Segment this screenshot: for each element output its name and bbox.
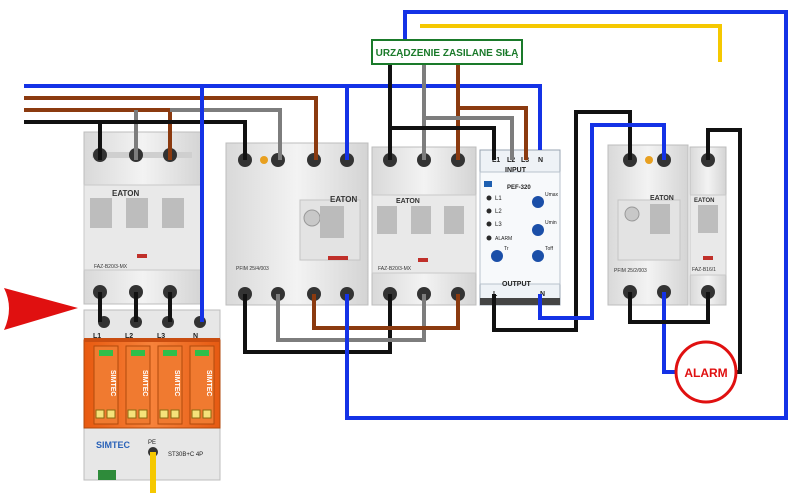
- svg-text:Toff: Toff: [545, 246, 554, 252]
- breaker-3p-1: EATON FAZ-B20/3-MX: [83, 131, 203, 305]
- wire-breaker3-black: [706, 128, 742, 374]
- alarm-indicator: ALARM: [674, 340, 738, 404]
- relay-input-terminals: L1 L2 L3 N: [492, 157, 543, 164]
- svg-text:Tr: Tr: [504, 246, 509, 252]
- rcd2-rating: PFIM 25/2/003: [614, 268, 647, 274]
- spd-terminal-l3: L3: [157, 333, 165, 340]
- wire-bottom-black: [243, 294, 392, 354]
- svg-text:N: N: [540, 291, 545, 298]
- relay-input-label: INPUT: [505, 167, 527, 174]
- wire-relay-out-blue: [538, 123, 666, 320]
- eaton-logo-1: EATON: [112, 189, 139, 198]
- alarm-label: ALARM: [684, 366, 727, 380]
- relay-output-label: OUTPUT: [502, 281, 532, 288]
- spd-terminal-n: N: [193, 333, 198, 340]
- wire-alarm-black: [628, 292, 710, 324]
- svg-text:N: N: [538, 157, 543, 164]
- relay-led-alarm: ALARM: [495, 236, 512, 242]
- voltage-relay-pef320: INPUT PEF-320 OUTPUT L1 L2 L3 ALARM Umax…: [479, 149, 561, 306]
- eaton-logo-4: EATON: [650, 195, 674, 202]
- wire-bottom-brown: [312, 294, 460, 330]
- device-label-box: URZĄDZENIE ZASILANE SIŁĄ: [371, 39, 523, 65]
- knob-umax: [532, 196, 544, 208]
- spd-terminal-l2: L2: [125, 333, 133, 340]
- svg-text:L3: L3: [521, 157, 529, 164]
- spd-module-brand-4: SIMTEC: [205, 370, 212, 396]
- relay-knobs: Umax Umin Tr Toff: [491, 192, 559, 262]
- surge-protector-simtec: SIMTEC SIMTEC SIMTEC SIMTEC L1 L2 L3 N S…: [83, 309, 221, 481]
- wire-neutral-return-blue: [345, 10, 788, 420]
- eaton-logo-3: EATON: [396, 198, 420, 205]
- knob-umin: [532, 224, 544, 236]
- relay-model-label: PEF-320: [507, 185, 531, 191]
- spd-model-label: ST30B+C 4P: [168, 452, 203, 458]
- knob-tr: [491, 250, 503, 262]
- red-arrow-icon: [4, 288, 78, 330]
- device-label-text: URZĄDZENIE ZASILANE SIŁĄ: [376, 48, 519, 59]
- wire-relay-l1-black: [390, 126, 496, 160]
- svg-text:Umin: Umin: [545, 220, 557, 226]
- spd-brand-label: SIMTEC: [96, 440, 131, 450]
- spd-module-brand-2: SIMTEC: [141, 370, 148, 396]
- wire-relay-l3-brown: [458, 106, 528, 160]
- spd-terminal-l1: L1: [93, 333, 101, 340]
- spd-module-brand-1: SIMTEC: [109, 370, 116, 396]
- wire-input-n-blue: [24, 84, 542, 150]
- wire-bottom-grey: [276, 294, 426, 342]
- eaton-logo-2: EATON: [330, 195, 357, 204]
- spd-pe-label: PE: [148, 440, 156, 446]
- relay-leds: L1 L2 L3 ALARM: [486, 195, 512, 242]
- relay-led-l3: L3: [495, 222, 502, 228]
- wire-relay-l2-grey: [424, 116, 514, 160]
- wire-pe-yellow-top: [420, 24, 722, 62]
- spd-module-brand-3: SIMTEC: [173, 370, 180, 396]
- rcd-4p-1: EATON PFIM 25/4/003: [225, 142, 369, 306]
- breaker-1p-3: EATON FAZ-B16/1: [689, 146, 727, 306]
- svg-text:Umax: Umax: [545, 192, 559, 198]
- breaker1-rating: FAZ-B20/3-MX: [94, 264, 128, 270]
- relay-led-l1: L1: [495, 196, 502, 202]
- relay-led-l2: L2: [495, 209, 502, 215]
- wire-rcd-feed-black: [100, 120, 247, 160]
- wires: [24, 10, 788, 493]
- wire-input-l3-brown: [24, 96, 318, 160]
- knob-toff: [532, 250, 544, 262]
- wire-relay-out-black: [492, 110, 632, 332]
- breaker-3p-2: EATON FAZ-B20/3-MX: [371, 146, 477, 306]
- rcd1-rating: PFIM 25/4/003: [236, 266, 269, 272]
- rcd-2p-2: EATON PFIM 25/2/003: [607, 144, 689, 306]
- breaker3-rating: FAZ-B16/1: [692, 267, 716, 273]
- svg-text:L2: L2: [507, 157, 515, 164]
- wire-alarm-blue: [662, 292, 676, 374]
- wire-rcd-feed-grey: [170, 108, 282, 160]
- svg-text:L1: L1: [492, 157, 500, 164]
- breaker2-rating: FAZ-B20/3-MX: [378, 266, 412, 272]
- eaton-logo-5: EATON: [694, 198, 714, 204]
